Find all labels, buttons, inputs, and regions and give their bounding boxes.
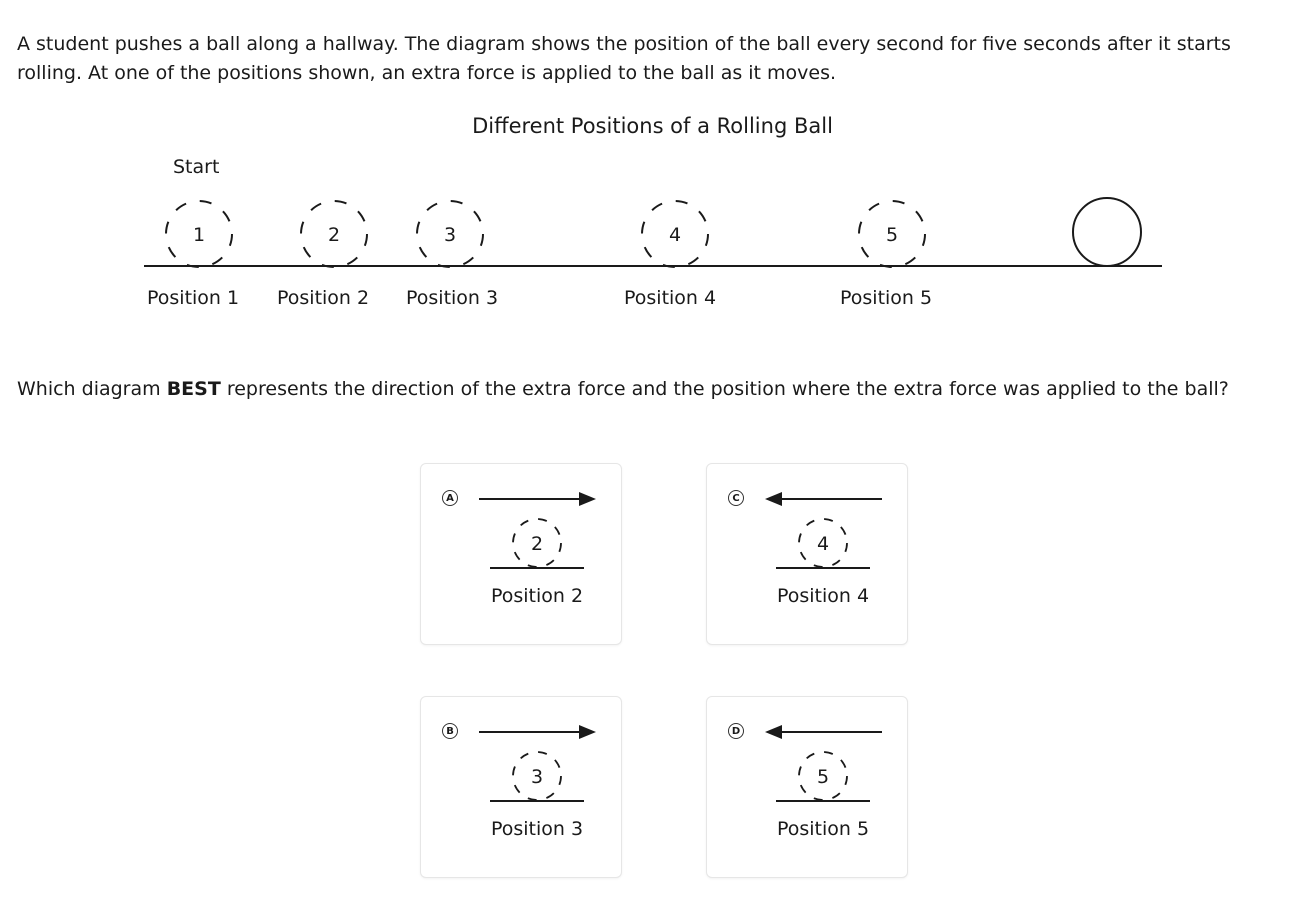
ball-position-5: 5 xyxy=(858,200,926,268)
position-label-2: Position 2 xyxy=(277,287,370,309)
option-label-c: Position 4 xyxy=(776,585,870,607)
question-text: Which diagram BEST represents the direct… xyxy=(17,378,1229,400)
prompt-text: A student pushes a ball along a hallway.… xyxy=(17,33,1231,84)
svg-text:2: 2 xyxy=(531,533,543,555)
ball-number-4: 4 xyxy=(669,224,681,246)
ball-number-5: 5 xyxy=(886,224,898,246)
ball-position-2: 2 xyxy=(300,200,368,268)
ball-final xyxy=(1072,197,1142,267)
arrow-left-icon xyxy=(765,492,782,506)
position-label-4: Position 4 xyxy=(624,287,717,309)
option-letter-b: B xyxy=(442,723,458,739)
ball-position-4: 4 xyxy=(641,200,709,268)
position-label-3: Position 3 xyxy=(406,287,499,309)
option-letter-d: D xyxy=(728,723,744,739)
diagram-title: Different Positions of a Rolling Ball xyxy=(472,114,833,138)
position-label-5: Position 5 xyxy=(840,287,933,309)
rolling-ball-diagram: 1 2 3 4 5 xyxy=(144,197,1162,268)
answer-option-a[interactable]: A 2 Position 2 xyxy=(420,463,622,645)
answer-option-c[interactable]: C 4 Position 4 xyxy=(706,463,908,645)
ball-number-3: 3 xyxy=(444,224,456,246)
position-label-1: Position 1 xyxy=(147,287,240,309)
option-label-d: Position 5 xyxy=(776,818,870,840)
option-letter-a: A xyxy=(442,490,458,506)
svg-text:3: 3 xyxy=(531,766,543,788)
start-label: Start xyxy=(173,156,220,178)
answer-option-b[interactable]: B 3 Position 3 xyxy=(420,696,622,878)
arrow-right-icon xyxy=(579,492,596,506)
svg-text:4: 4 xyxy=(817,533,829,555)
option-label-b: Position 3 xyxy=(490,818,584,840)
ball-position-3: 3 xyxy=(416,200,484,268)
arrow-left-icon xyxy=(765,725,782,739)
ball-number-1: 1 xyxy=(193,224,205,246)
question-emphasis: BEST xyxy=(166,378,221,400)
option-letter-c: C xyxy=(728,490,744,506)
arrow-right-icon xyxy=(579,725,596,739)
answer-option-d[interactable]: D 5 Position 5 xyxy=(706,696,908,878)
ball-number-2: 2 xyxy=(328,224,340,246)
svg-text:5: 5 xyxy=(817,766,829,788)
ball-position-1: 1 xyxy=(165,200,233,268)
option-label-a: Position 2 xyxy=(490,585,584,607)
